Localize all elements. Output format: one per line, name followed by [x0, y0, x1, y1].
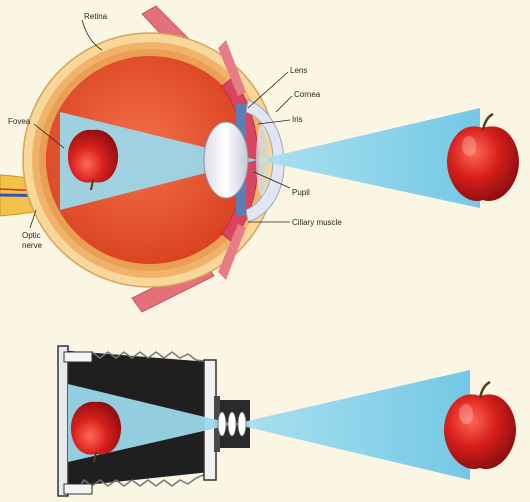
camera-film-plate [58, 346, 68, 496]
leader-cornea [276, 96, 292, 112]
label-retina: Retina [84, 12, 107, 22]
label-optic-nerve-line2: nerve [22, 241, 42, 251]
label-ciliary-muscle: Ciliary muscle [292, 218, 342, 228]
light-beam-camera-outer [234, 370, 470, 480]
label-optic-nerve-line1: Optic [22, 231, 41, 241]
label-fovea: Fovea [8, 117, 30, 127]
label-pupil: Pupil [292, 188, 310, 198]
label-cornea: Cornea [294, 90, 320, 100]
camera-lens-elements [218, 412, 246, 436]
light-beam-eye-outer [257, 108, 480, 208]
label-lens: Lens [290, 66, 307, 76]
lens [204, 122, 248, 198]
label-iris: Iris [292, 115, 303, 125]
